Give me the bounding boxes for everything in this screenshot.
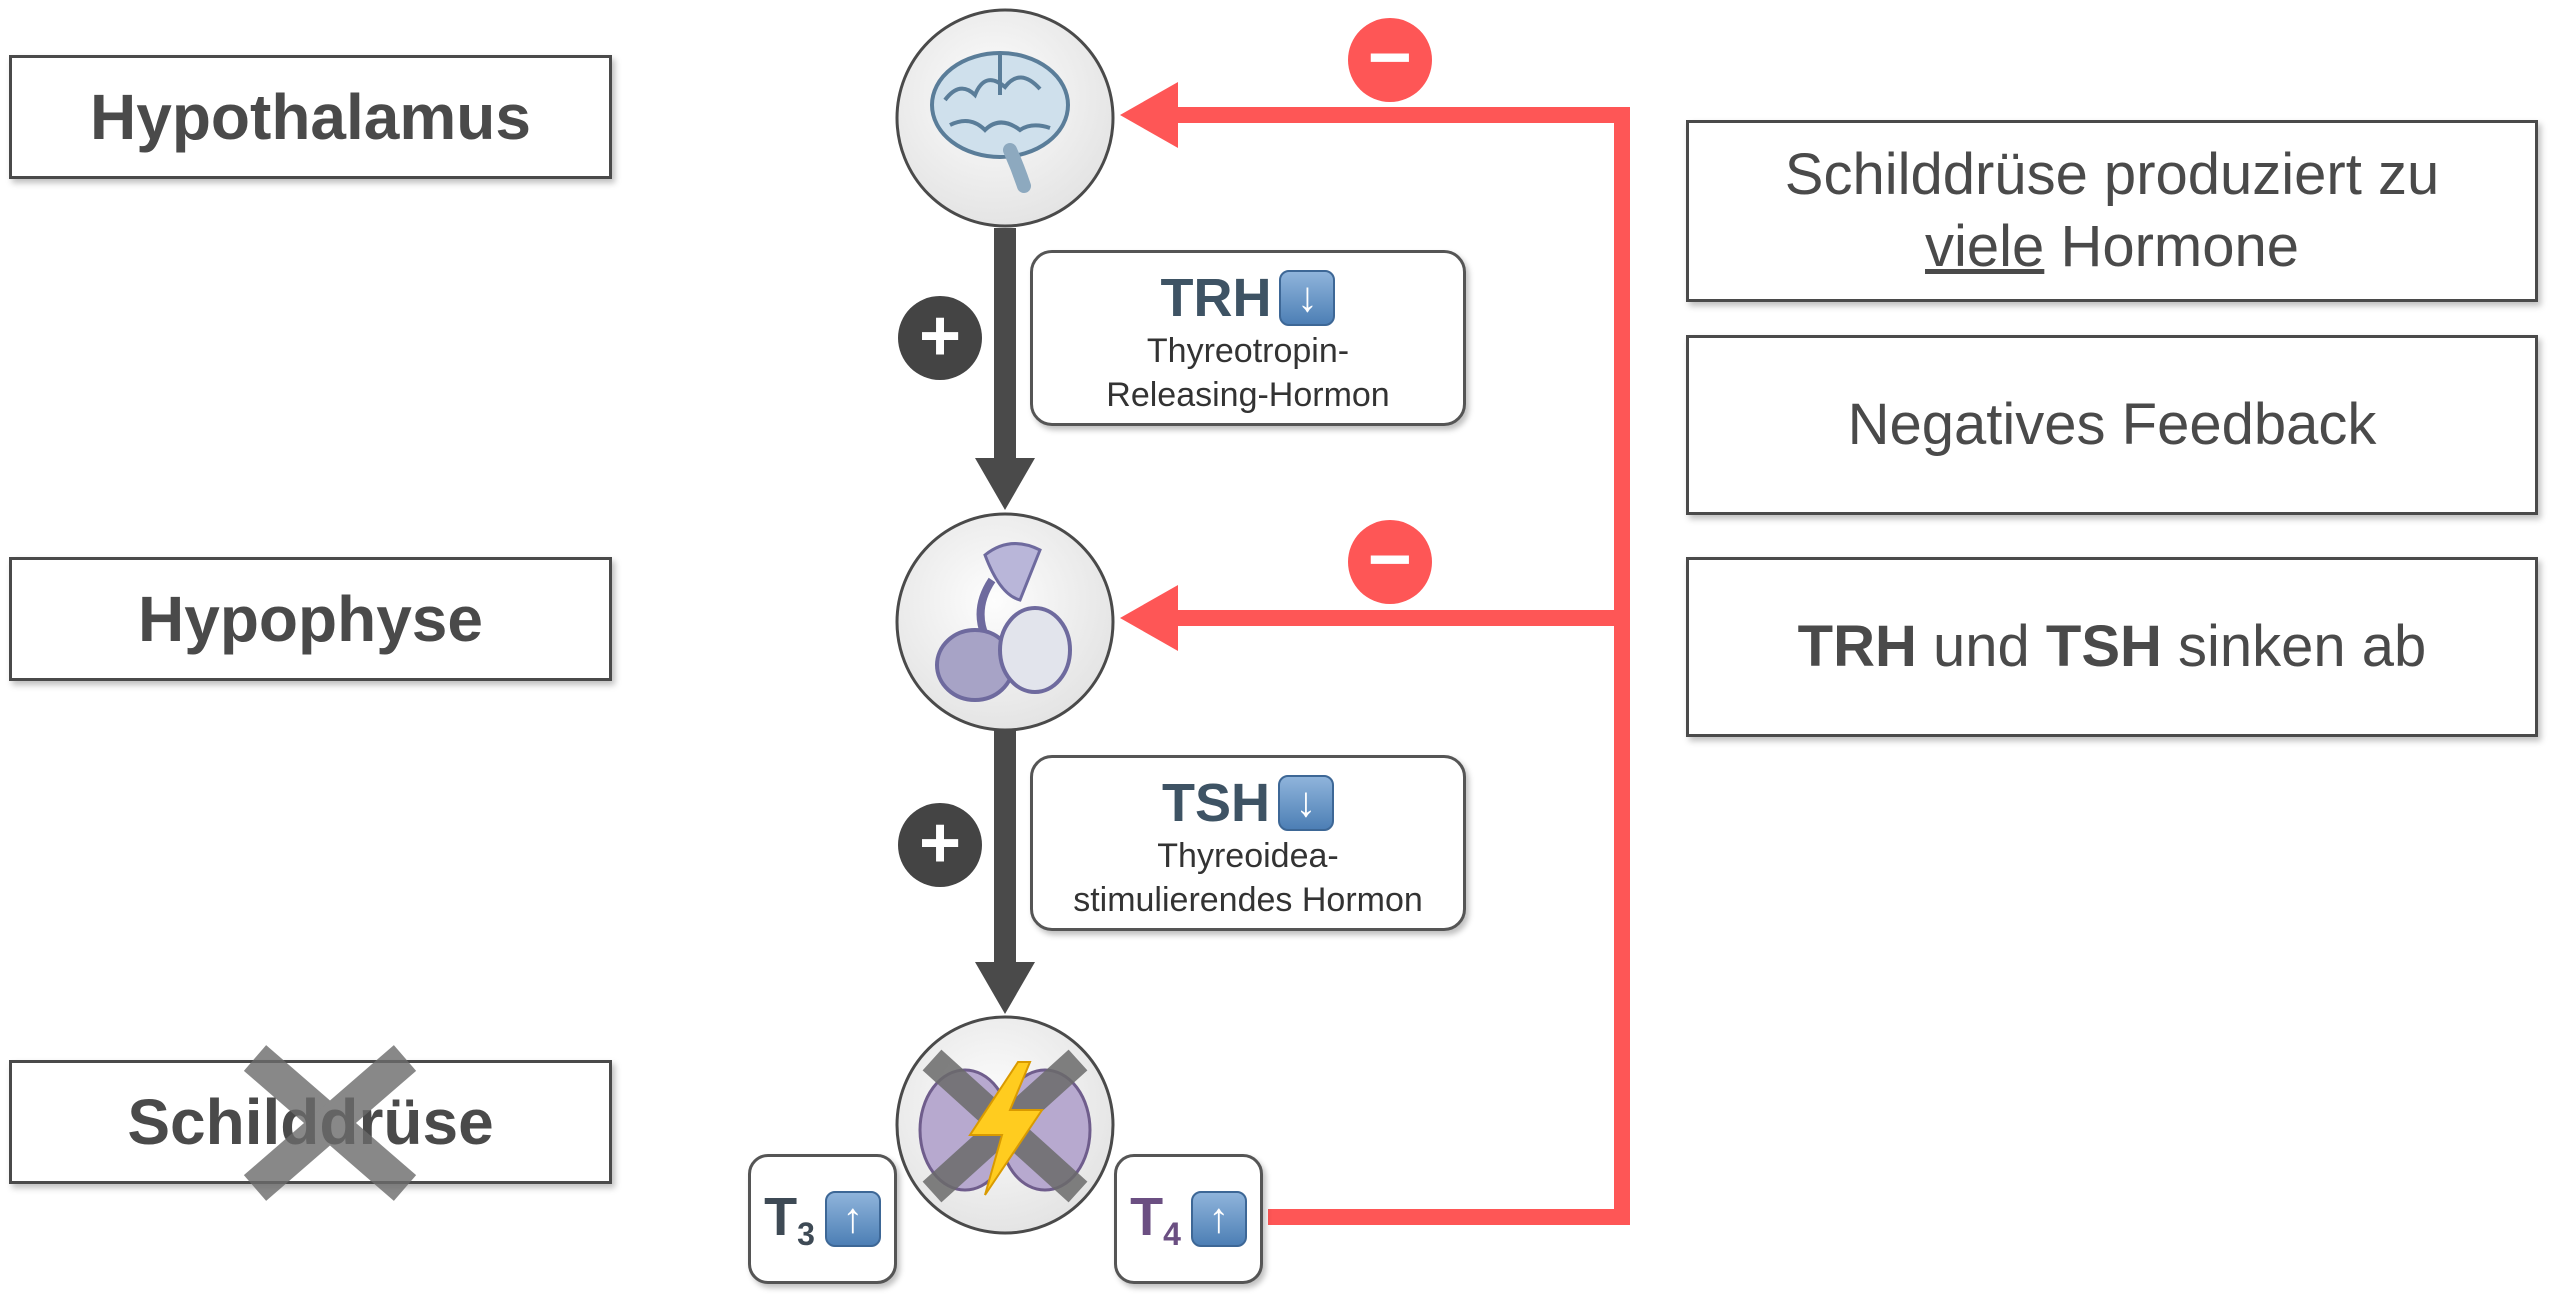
info-3-tsh: TSH <box>2045 613 2162 679</box>
level-hypophyse: Hypophyse <box>9 557 612 681</box>
info-2-text: Negatives Feedback <box>1847 391 2377 457</box>
stimulation-arrow-1 <box>975 228 1035 510</box>
feedback-arrowhead-hypothalamus <box>1120 82 1178 148</box>
hormone-trh-line2: Releasing-Hormon <box>1106 376 1390 415</box>
info-3-trh: TRH <box>1797 613 1917 679</box>
hormone-trh-box: TRH ↓ Thyreotropin- Releasing-Hormon <box>1030 250 1466 426</box>
feedback-loop <box>1160 107 1630 1225</box>
arrow-up-icon: ↑ <box>1190 1191 1247 1247</box>
arrow-down-icon: ↓ <box>1278 775 1334 831</box>
t3-label: T3 <box>764 1186 815 1252</box>
info-1-underlined: viele <box>1925 214 2045 279</box>
info-3-sinken: sinken ab <box>2178 613 2427 679</box>
hormone-tsh-line1: Thyreoidea- <box>1157 837 1339 875</box>
feedback-arrowhead-hypophyse <box>1120 585 1178 651</box>
minus-label-2: − <box>1367 517 1413 602</box>
arrow-up-icon: ↑ <box>824 1191 881 1247</box>
hormone-tsh-abbr: TSH <box>1162 773 1270 833</box>
plus-label-2: + <box>918 803 962 883</box>
info-3-und: und <box>1933 613 2030 679</box>
level-hypothalamus: Hypothalamus <box>9 55 612 179</box>
t4-box: T4 ↑ <box>1114 1154 1263 1284</box>
info-box-decrease: TRH und TSH sinken ab <box>1686 557 2538 737</box>
hormone-trh-abbr: TRH <box>1160 268 1272 328</box>
info-box-overproduction: Schilddrüse produziert zu viele Hormone <box>1686 120 2538 302</box>
info-1-part1: Schilddrüse produziert zu <box>1784 141 2440 207</box>
hormone-tsh-line2: stimulierendes Hormon <box>1073 881 1423 920</box>
t3-box: T3 ↑ <box>748 1154 897 1284</box>
plus-label-1: + <box>918 296 962 376</box>
info-1-part2: Hormone <box>2060 214 2299 279</box>
arrow-down-icon: ↓ <box>1279 270 1336 326</box>
info-box-feedback: Negatives Feedback <box>1686 335 2538 515</box>
level-schilddruese: Schilddrüse <box>9 1045 612 1201</box>
level-hypophyse-label: Hypophyse <box>138 583 483 655</box>
plus-sign-2 <box>898 803 982 887</box>
hormone-tsh-box: TSH ↓ Thyreoidea- stimulierendes Hormon <box>1030 755 1466 931</box>
t4-label: T4 <box>1130 1186 1181 1252</box>
minus-label-1: − <box>1367 15 1413 100</box>
brain-icon <box>930 51 1070 193</box>
thyroid-lightning-icon <box>918 1049 1092 1203</box>
minus-sign-1 <box>1348 18 1432 102</box>
x-cross-icon <box>243 1045 417 1201</box>
plus-sign-1 <box>898 296 982 380</box>
level-hypothalamus-label: Hypothalamus <box>90 81 531 153</box>
minus-sign-2 <box>1348 520 1432 604</box>
stimulation-arrow-2 <box>975 730 1035 1014</box>
pituitary-icon <box>935 542 1072 702</box>
hormone-trh-line1: Thyreotropin- <box>1146 332 1350 370</box>
